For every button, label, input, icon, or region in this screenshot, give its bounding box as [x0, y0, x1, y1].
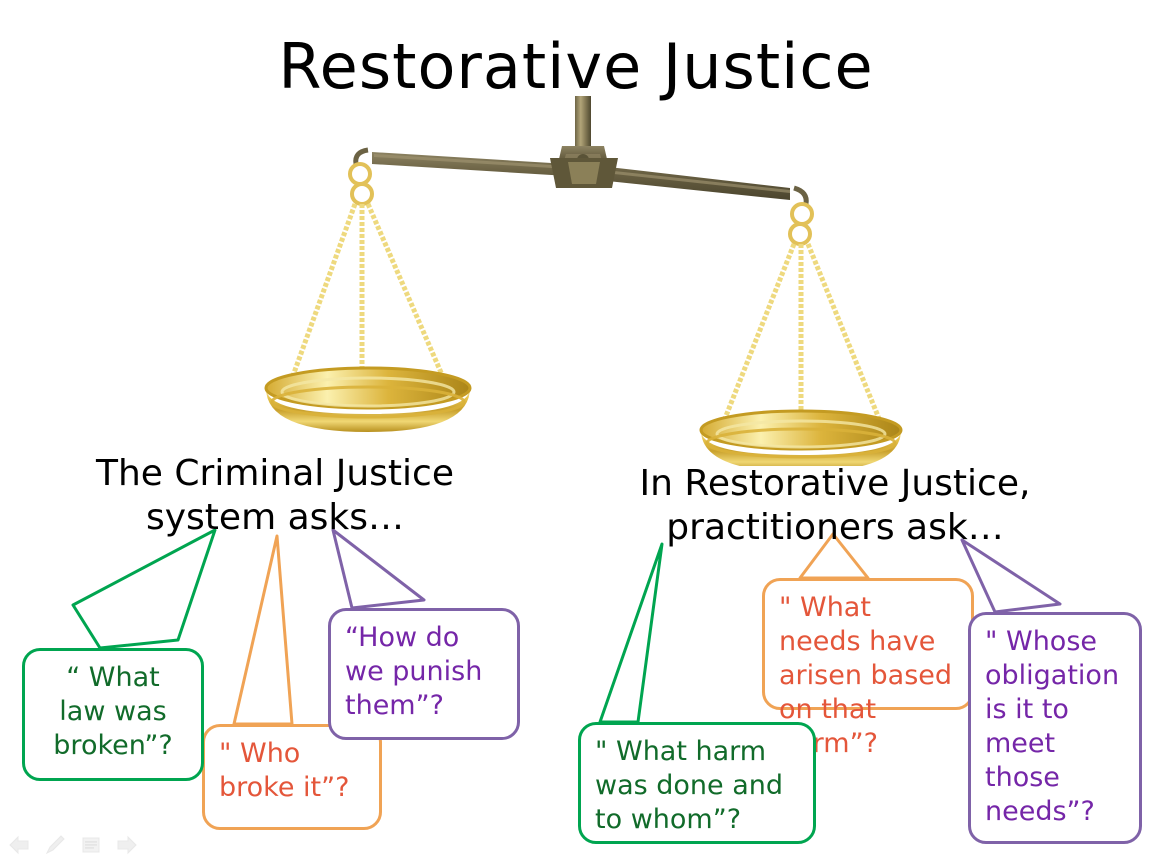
right-column-heading: In Restorative Justice, practitioners as…	[639, 463, 1031, 548]
tail-purple-left	[331, 528, 426, 610]
tail-purple-right	[960, 538, 1062, 614]
page-title: Restorative Justice	[278, 30, 874, 103]
callout-how-do-we-punish-them[interactable]: “How do we punish them”?	[328, 608, 520, 740]
pen-annotate-icon[interactable]	[44, 834, 66, 856]
previous-slide-arrow-icon[interactable]	[8, 834, 30, 856]
callout-what-harm-was-done[interactable]: " What harm was done and to whom”?	[578, 722, 816, 844]
tail-green-right	[598, 542, 664, 724]
tail-green-left	[71, 528, 217, 650]
balance-scales-image	[250, 96, 910, 472]
callout-what-law-was-broken[interactable]: “ What law was broken”?	[22, 648, 204, 781]
callout-who-broke-it[interactable]: " Who broke it”?	[202, 724, 382, 830]
callout-whose-obligation[interactable]: " Whose obligation is it to meet those n…	[968, 612, 1142, 844]
callout-what-needs-have-arisen[interactable]: " What needs have arisen based on that h…	[762, 578, 974, 759]
slide-menu-icon[interactable]	[80, 834, 102, 856]
tail-orange-left	[232, 534, 294, 726]
next-slide-arrow-icon[interactable]	[116, 834, 138, 856]
slideshow-toolbar	[8, 834, 138, 856]
left-column-heading: The Criminal Justice system asks…	[96, 453, 454, 538]
